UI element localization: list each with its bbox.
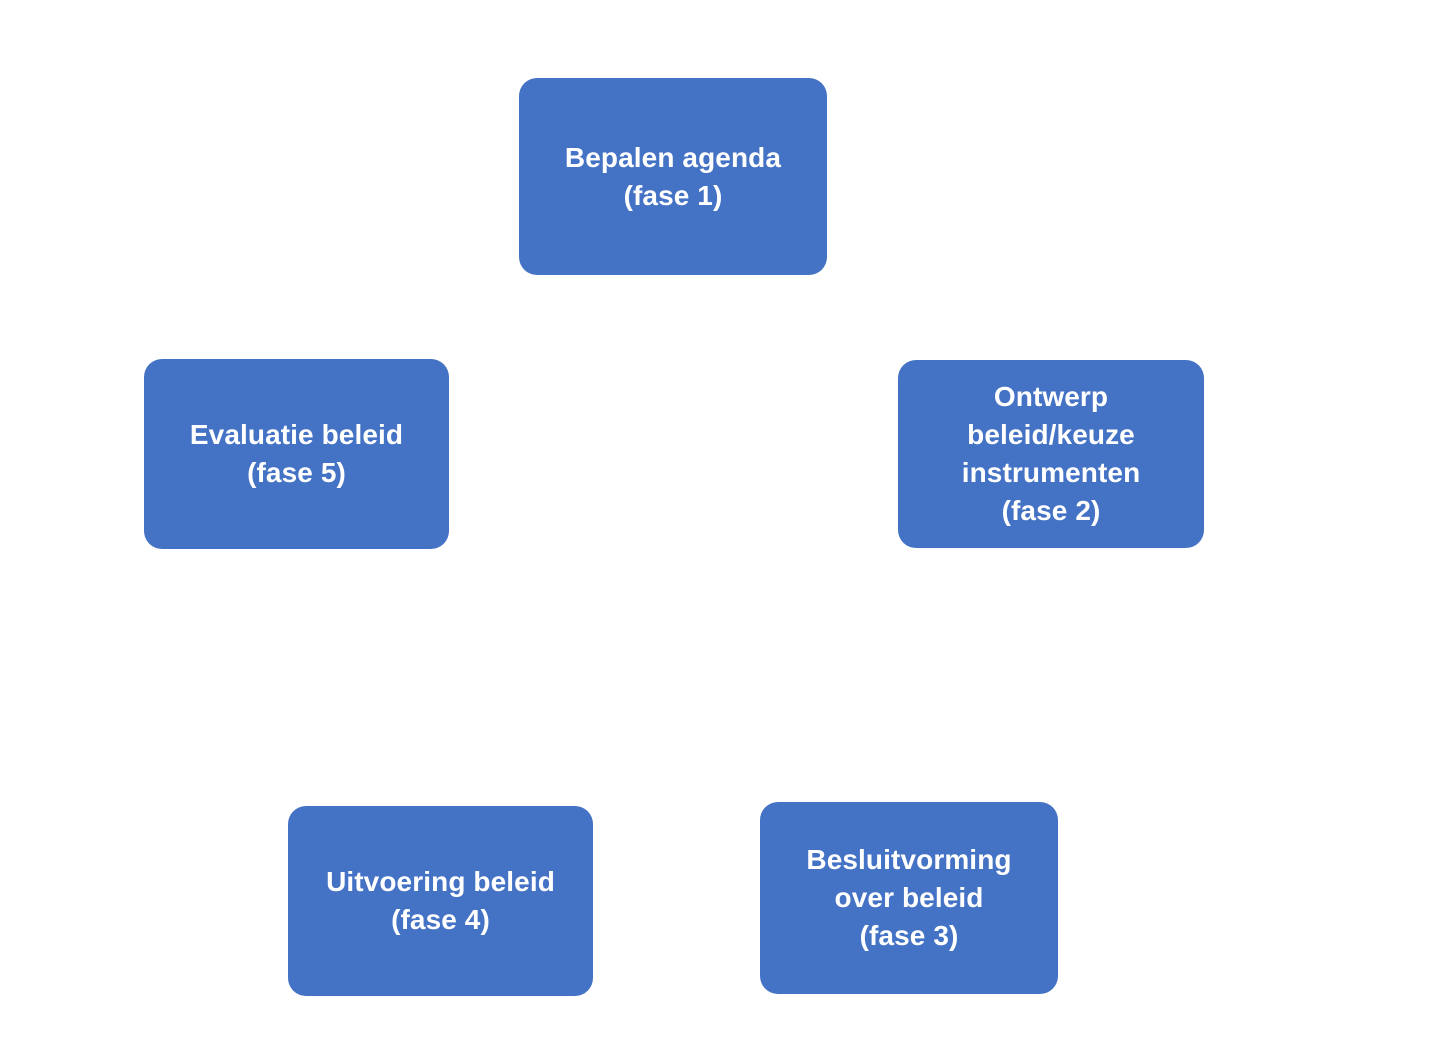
phase-box-fase-1[interactable]: Bepalen agenda (fase 1)	[519, 78, 827, 275]
phase-box-fase-4[interactable]: Uitvoering beleid (fase 4)	[288, 806, 593, 996]
phase-box-fase-2-label: Ontwerp beleid/keuze instrumenten (fase …	[961, 381, 1141, 526]
phase-box-fase-1-label: Bepalen agenda (fase 1)	[564, 141, 782, 211]
phase-box-fase-3-label: Besluitvorming over beleid (fase 3)	[806, 844, 1012, 951]
phase-box-fase-4-label: Uitvoering beleid (fase 4)	[326, 866, 555, 935]
phase-box-fase-2[interactable]: Ontwerp beleid/keuze instrumenten (fase …	[898, 360, 1204, 548]
phase-box-fase-5-label: Evaluatie beleid (fase 5)	[189, 419, 404, 488]
phase-box-fase-5[interactable]: Evaluatie beleid (fase 5)	[144, 359, 449, 549]
phase-box-fase-3[interactable]: Besluitvorming over beleid (fase 3)	[760, 802, 1058, 994]
